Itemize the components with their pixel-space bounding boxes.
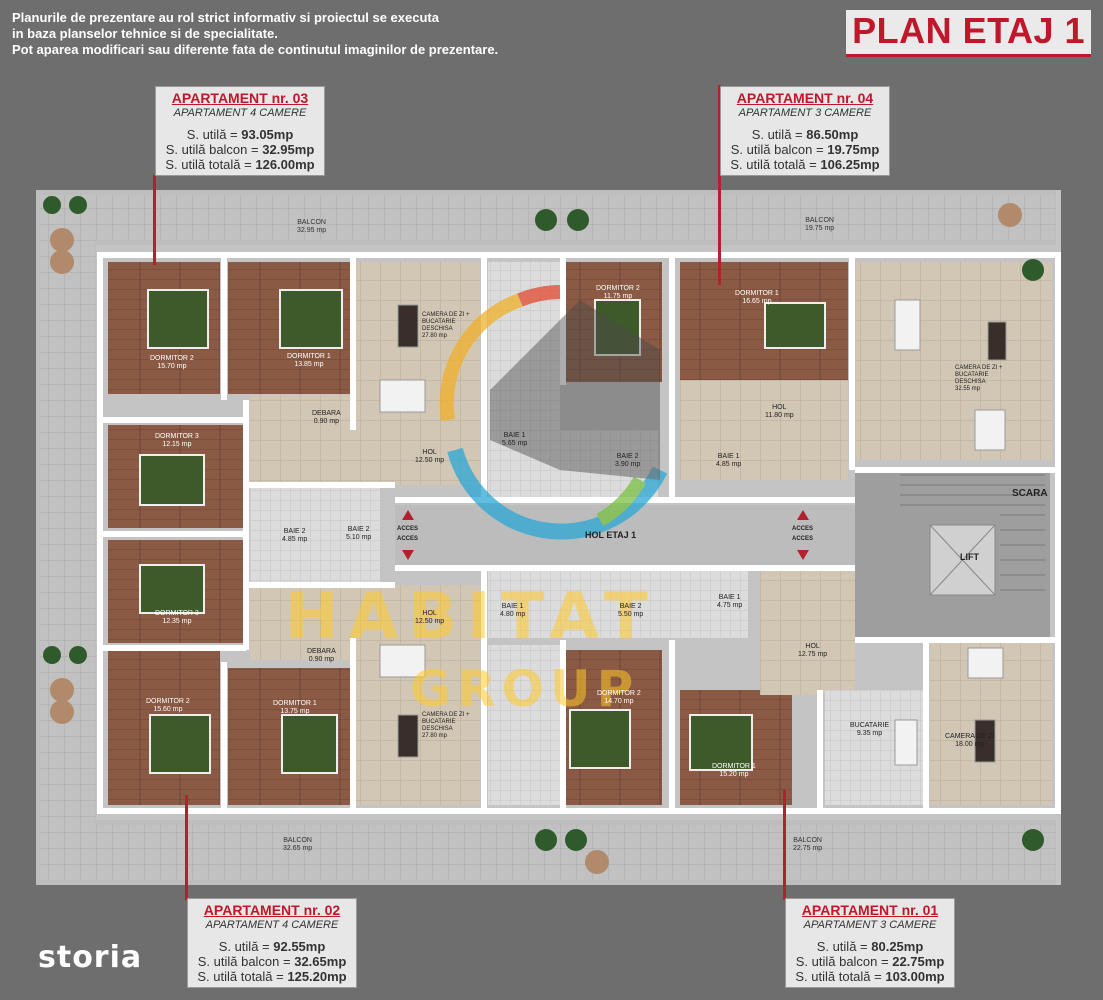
- room-baii-bottom: [488, 570, 748, 638]
- beds: [139, 289, 826, 774]
- walls: [97, 252, 1061, 814]
- area-balcony: S. utilă balcon = 22.75mp: [795, 954, 945, 969]
- area-balcony: S. utilă balcon = 19.75mp: [730, 142, 880, 157]
- area-usable: S. utilă = 86.50mp: [751, 127, 859, 142]
- area-usable: S. utilă = 80.25mp: [816, 939, 924, 954]
- terrace-seats: [50, 203, 1022, 874]
- room-baie2-a03: [250, 485, 380, 585]
- plants: [43, 196, 1044, 851]
- area-usable: S. utilă = 93.05mp: [186, 127, 294, 142]
- room-bucatarie-a02: [488, 645, 560, 805]
- apartment-title: APARTAMENT nr. 01: [801, 902, 939, 918]
- area-total: S. utilă totală = 106.25mp: [730, 157, 880, 172]
- room-hol-a04: [680, 380, 848, 480]
- apartment-type: APARTAMENT 3 CAMERE: [803, 919, 937, 931]
- disclaimer: Planurile de prezentare au rol strict in…: [12, 10, 498, 58]
- apartment-card-03: APARTAMENT nr. 03 APARTAMENT 4 CAMERE S.…: [155, 86, 325, 176]
- label-acces-1: ACCES: [397, 526, 419, 532]
- label-acces-3: ACCES: [792, 526, 814, 532]
- area-total: S. utilă totală = 126.00mp: [165, 157, 315, 172]
- stairs: [900, 474, 1045, 591]
- disclaimer-line-2: in baza planselor tehnice si de speciali…: [12, 26, 278, 41]
- apartment-title: APARTAMENT nr. 02: [203, 902, 341, 918]
- room-camera-a04: [856, 262, 1052, 460]
- room-hol-a01: [760, 565, 855, 695]
- label-lift: LIFT: [960, 552, 979, 562]
- area-usable: S. utilă = 92.55mp: [218, 939, 326, 954]
- apartment-card-01: APARTAMENT nr. 01 APARTAMENT 3 CAMERE S.…: [785, 898, 955, 988]
- leader-a03: [153, 175, 156, 265]
- label-hol-etaj: HOL ETAJ 1: [585, 530, 637, 540]
- apartment-type: APARTAMENT 4 CAMERE: [173, 107, 307, 119]
- watermark-line-1: HABITAT: [285, 580, 658, 654]
- apartment-title: APARTAMENT nr. 03: [171, 90, 309, 106]
- label-acces-2: ACCES: [397, 536, 419, 542]
- apartment-card-04: APARTAMENT nr. 04 APARTAMENT 3 CAMERE S.…: [720, 86, 890, 176]
- acces-arrows: [402, 510, 809, 560]
- storia-logo[interactable]: storia: [38, 940, 143, 975]
- area-balcony: S. utilă balcon = 32.65mp: [197, 954, 347, 969]
- area-total: S. utilă totală = 103.00mp: [795, 969, 945, 984]
- apartment-card-02: APARTAMENT nr. 02 APARTAMENT 4 CAMERE S.…: [187, 898, 357, 988]
- area-balcony: S. utilă balcon = 32.95mp: [165, 142, 315, 157]
- disclaimer-line-3: Pot aparea modificari sau diferente fata…: [12, 42, 499, 57]
- logo-watermark: [439, 285, 668, 540]
- disclaimer-line-1: Planurile de prezentare au rol strict in…: [12, 10, 439, 25]
- apartment-type: APARTAMENT 4 CAMERE: [205, 919, 339, 931]
- label-acces-4: ACCES: [792, 536, 814, 542]
- leader-a04: [718, 85, 721, 285]
- plan-title: PLAN ETAJ 1: [846, 10, 1091, 57]
- leader-a02: [185, 795, 188, 900]
- apartment-type: APARTAMENT 3 CAMERE: [738, 107, 872, 119]
- watermark-line-2: GROUP: [410, 660, 640, 718]
- apartment-title: APARTAMENT nr. 04: [736, 90, 874, 106]
- area-total: S. utilă totală = 125.20mp: [197, 969, 347, 984]
- furniture: [379, 299, 1007, 766]
- leader-a01: [783, 790, 786, 900]
- label-scara: SCARA: [1012, 488, 1048, 499]
